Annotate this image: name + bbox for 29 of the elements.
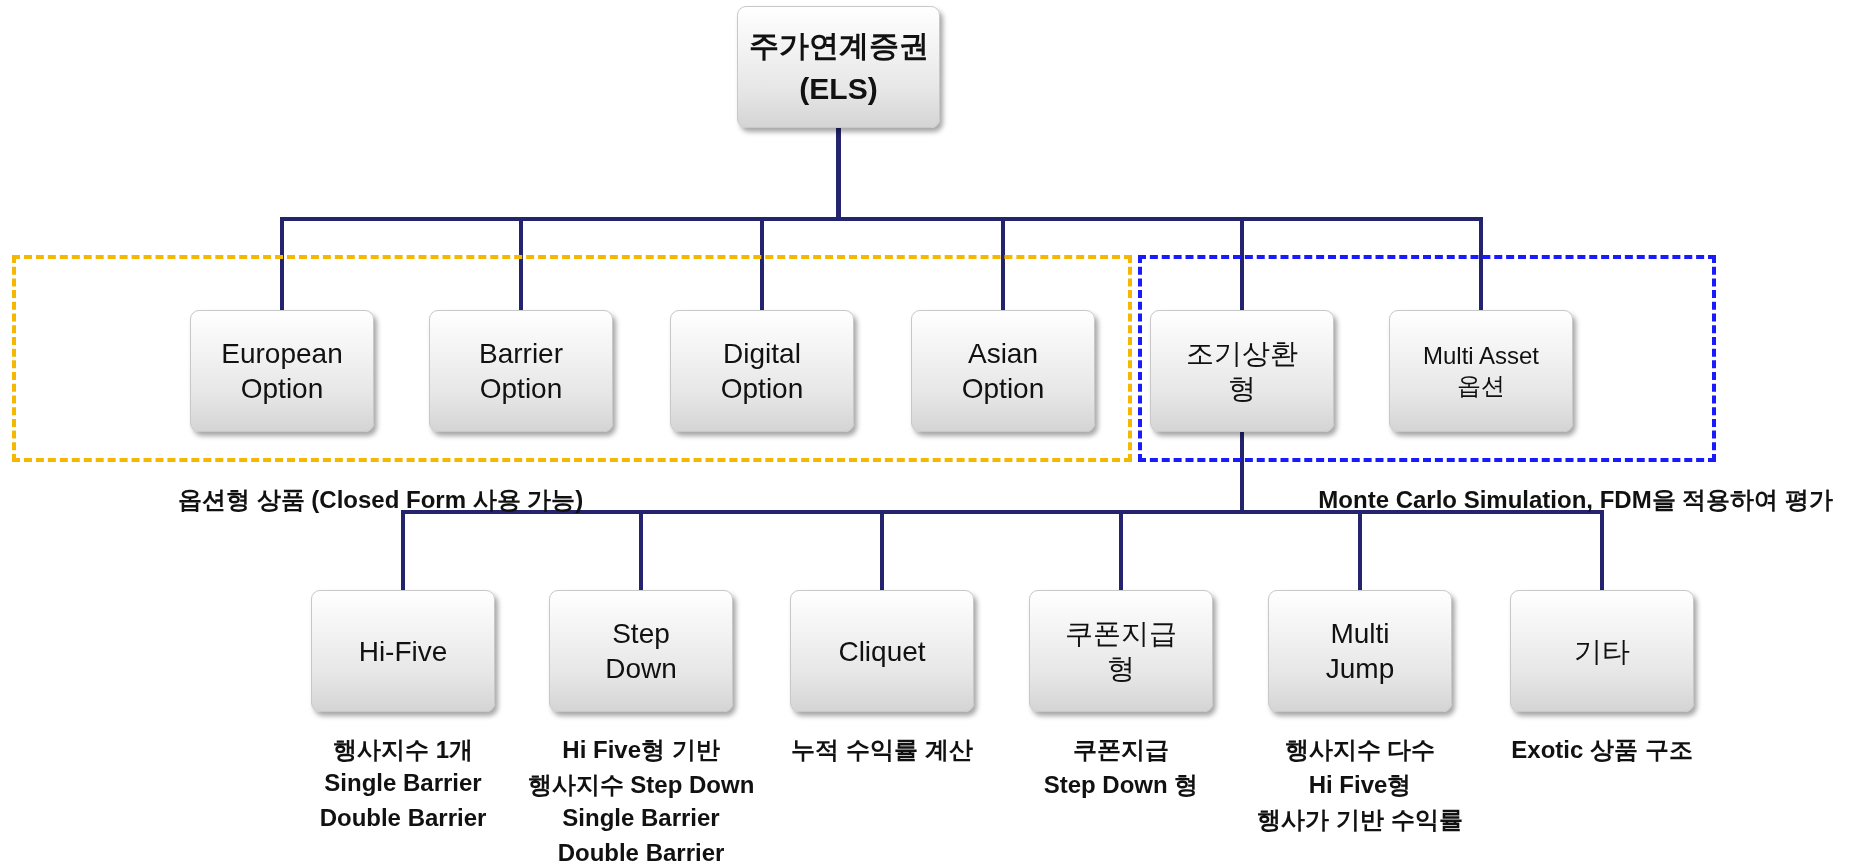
- description-text: 행사지수 1개: [333, 735, 473, 765]
- description-text: Hi Five형 기반: [562, 735, 720, 765]
- description-text: Step Down 형: [1043, 770, 1199, 800]
- category-box: 조기상환형: [1150, 310, 1334, 432]
- category-box: 쿠폰지급형: [1029, 590, 1213, 712]
- description-text: Double Barrier: [557, 839, 725, 865]
- category-box: Multi Jump: [1268, 590, 1452, 712]
- description-text: Hi Five형: [1308, 770, 1412, 800]
- description-text: Single Barrier: [562, 804, 720, 832]
- category-box: 기타: [1510, 590, 1694, 712]
- group-caption: 옵션형 상품 (Closed Form 사용 가능): [178, 485, 584, 515]
- category-box: Digital Option: [670, 310, 854, 432]
- category-box: Cliquet: [790, 590, 974, 712]
- description-text: 행사가 기반 수익률: [1257, 805, 1463, 835]
- category-box: Asian Option: [911, 310, 1095, 432]
- category-box: Step Down: [549, 590, 733, 712]
- description-text: 쿠폰지급: [1073, 735, 1169, 765]
- description-text: 누적 수익률 계산: [791, 735, 973, 765]
- description-text: Double Barrier: [319, 804, 487, 832]
- category-box: Multi Asset 옵션: [1389, 310, 1573, 432]
- category-box: Barrier Option: [429, 310, 613, 432]
- group-caption: Monte Carlo Simulation, FDM을 적용하여 평가: [1318, 485, 1833, 515]
- description-text: Single Barrier: [324, 769, 482, 797]
- description-text: 행사지수 다수: [1284, 735, 1436, 765]
- description-text: Exotic 상품 구조: [1511, 735, 1693, 765]
- category-box: European Option: [190, 310, 374, 432]
- root-box: 주가연계증권 (ELS): [737, 6, 940, 128]
- description-text: 행사지수 Step Down: [527, 770, 755, 800]
- category-box: Hi-Five: [311, 590, 495, 712]
